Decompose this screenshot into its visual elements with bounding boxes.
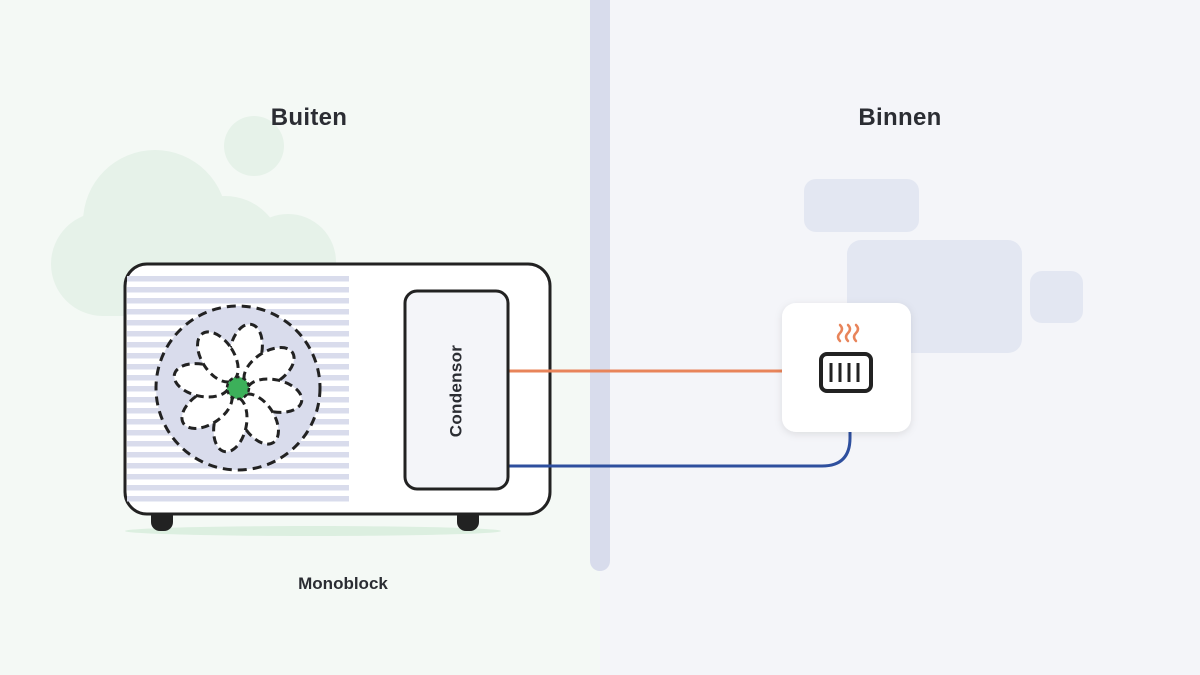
fan-blade [196,330,240,384]
grille-stripe [127,298,349,304]
condenser-box [403,289,510,491]
grille-stripe [127,287,349,293]
fan-hub [225,375,251,401]
grille-stripe [127,485,349,491]
fan-blades [172,322,304,454]
fan [154,304,322,472]
heat-wave-icon [844,323,852,343]
inside-title: Binnen [858,104,942,131]
radiator-icon [819,323,873,393]
grille-stripe [127,276,349,282]
heat-wave-icon [836,323,844,343]
outside-title: Buiten [270,104,348,131]
wall-divider-top [590,0,610,20]
wall-divider [590,0,610,571]
ground-shadow [125,526,501,536]
grille-stripe [127,496,349,502]
grille-stripe [127,474,349,480]
condenser-label: Condensor [446,344,466,438]
unit-type-caption: Monoblock [298,574,388,593]
heat-wave-icon [852,323,860,343]
return-pipe [509,430,852,468]
emitter-card [782,303,911,432]
